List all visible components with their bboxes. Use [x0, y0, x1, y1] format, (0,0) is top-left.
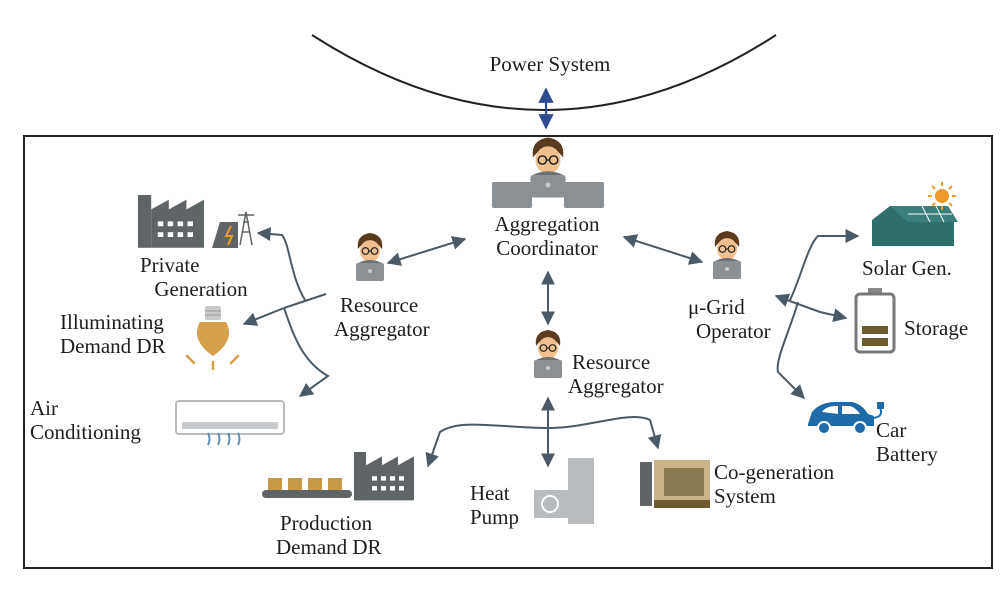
left-aggregator-line1: Resource: [340, 293, 419, 317]
link-coordinator-microgrid: [622, 234, 704, 265]
private-generation-line1: Private: [140, 253, 200, 277]
center-aggregator-line1: Resource: [572, 350, 651, 374]
solar-label: Solar Gen.: [862, 256, 952, 280]
illuminating-line2: Demand DR: [60, 334, 166, 358]
coordinator-label-line1: Aggregation: [494, 212, 600, 236]
car-battery-line1: Car: [876, 418, 907, 442]
coordinator-avatar-icon: [492, 136, 604, 208]
car-battery-label: Car Battery: [876, 418, 938, 466]
center-aggregator-avatar-icon: [533, 329, 563, 379]
car-battery-line2: Battery: [876, 442, 938, 466]
link-storage: [774, 293, 848, 322]
illuminating-label: Illuminating Demand DR: [60, 310, 166, 358]
link-illuminating: [242, 307, 285, 326]
production-label: Production Demand DR: [276, 511, 382, 559]
heat-pump-line2: Pump: [470, 505, 520, 529]
left-aggregator-avatar-icon: [355, 232, 385, 282]
storage-battery-icon: [854, 288, 896, 354]
link-coordinator-left-aggregator: [386, 236, 467, 266]
private-generation-factory-icon: [138, 195, 254, 248]
power-system-label: Power System: [489, 52, 611, 76]
cogeneration-system-icon: [640, 460, 710, 508]
air-conditioning-label: Air Conditioning: [30, 396, 141, 444]
air-conditioner-icon: [175, 400, 285, 446]
cogeneration-line1: Co-generation: [714, 460, 835, 484]
link-left-aggregator-hub: [283, 293, 327, 309]
production-line2: Demand DR: [276, 535, 382, 559]
heat-pump-label: Heat Pump: [470, 481, 519, 529]
storage-label: Storage: [904, 316, 969, 340]
coordinator-label: Aggregation Coordinator: [472, 212, 622, 260]
air-conditioning-line2: Conditioning: [30, 420, 141, 444]
center-aggregator-label: Resource Aggregator: [568, 350, 664, 398]
production-line1: Production: [280, 511, 373, 535]
microgrid-label: μ-Grid Operator: [688, 295, 771, 343]
private-generation-label: Private Generation: [126, 253, 276, 301]
coordinator-label-line2: Coordinator: [496, 236, 598, 260]
illuminating-line1: Illuminating: [60, 310, 164, 334]
microgrid-line2: Operator: [696, 319, 771, 343]
left-aggregator-line2: Aggregator: [334, 317, 430, 341]
cogeneration-line2: System: [714, 484, 776, 508]
center-aggregator-line2: Aggregator: [568, 374, 664, 398]
microgrid-line1: μ-Grid: [688, 295, 745, 319]
link-solar: [789, 229, 860, 301]
heat-pump-icon: [534, 458, 594, 524]
aggregation-boundary: [23, 135, 993, 569]
link-cogeneration: [547, 416, 662, 450]
air-conditioning-line1: Air: [30, 396, 58, 420]
link-production: [425, 423, 549, 468]
production-conveyor-icon: [262, 452, 414, 501]
microgrid-avatar-icon: [712, 230, 742, 280]
light-bulb-icon: [185, 306, 240, 371]
link-private-generation: [256, 227, 306, 301]
left-aggregator-label: Resource Aggregator: [334, 293, 430, 341]
link-air-conditioning: [283, 307, 330, 397]
solar-house-icon: [872, 182, 958, 246]
heat-pump-line1: Heat: [470, 481, 510, 505]
electric-car-icon: [808, 402, 884, 435]
private-generation-line2: Generation: [154, 277, 248, 301]
link-car-battery: [776, 301, 805, 399]
cogeneration-label: Co-generation System: [714, 460, 834, 508]
